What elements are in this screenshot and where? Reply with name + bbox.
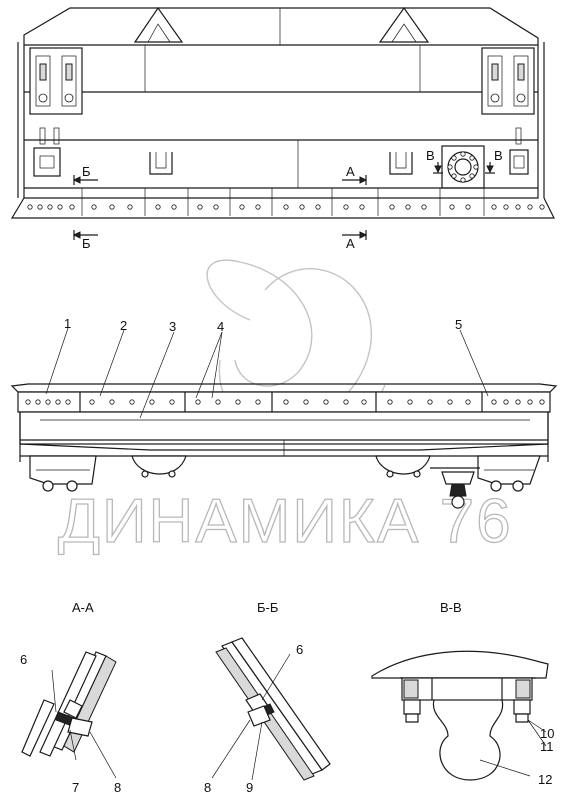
section-mark-b-lower: Б — [82, 236, 91, 251]
section-mark-b: Б — [82, 164, 91, 179]
section-mark-v-left: В — [426, 148, 435, 163]
section-mark-a: А — [346, 164, 355, 179]
callout-2: 2 — [120, 318, 127, 333]
section-bb — [211, 637, 331, 781]
section-mark-a-lower: А — [346, 236, 355, 251]
callout-9: 9 — [246, 780, 253, 795]
callout-1: 1 — [64, 316, 71, 331]
leader-lines-front — [45, 327, 489, 419]
section-title-vv: В-В — [440, 600, 462, 615]
callout-12: 12 — [538, 772, 552, 787]
callout-11: 11 — [540, 739, 554, 754]
callout-7: 7 — [72, 780, 79, 795]
section-title-aa: А-А — [72, 600, 94, 615]
section-mark-v-right: В — [494, 148, 503, 163]
section-vv — [371, 650, 549, 781]
section-aa — [21, 651, 117, 779]
watermark-text: ДИНАМИКА 76 — [58, 487, 513, 556]
callout-5: 5 — [455, 317, 462, 332]
callout-8-aa: 8 — [114, 780, 121, 795]
callout-6-aa: 6 — [20, 652, 27, 667]
section-title-bb: Б-Б — [257, 600, 278, 615]
front-view — [10, 383, 558, 509]
callout-10: 10 — [540, 726, 554, 741]
callout-3: 3 — [169, 319, 176, 334]
callout-4: 4 — [217, 319, 224, 334]
top-view — [10, 6, 555, 240]
callout-6-bb: 6 — [296, 642, 303, 657]
callout-8-bb: 8 — [204, 780, 211, 795]
